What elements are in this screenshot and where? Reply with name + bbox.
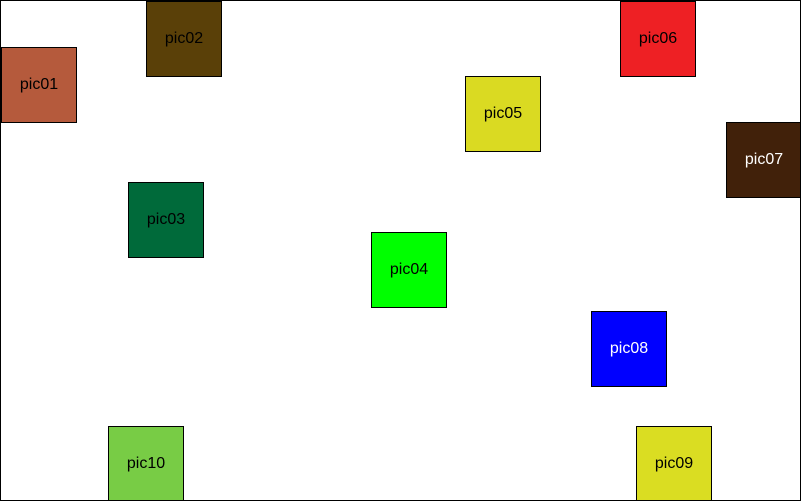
tile-pic01[interactable]: pic01 [1,47,77,123]
tile-pic02[interactable]: pic02 [146,1,222,77]
tile-pic04[interactable]: pic04 [371,232,447,308]
tile-label: pic08 [609,340,649,357]
tile-label: pic09 [654,455,694,472]
tile-label: pic10 [126,455,166,472]
tile-label: pic01 [19,76,59,93]
tile-label: pic04 [389,261,429,278]
tile-pic07[interactable]: pic07 [726,122,800,198]
tile-pic08[interactable]: pic08 [591,311,667,387]
tile-pic03[interactable]: pic03 [128,182,204,258]
tile-label: pic05 [483,105,523,122]
tile-label: pic07 [744,151,784,168]
tile-pic10[interactable]: pic10 [108,426,184,500]
tile-pic05[interactable]: pic05 [465,76,541,152]
tile-label: pic06 [638,30,678,47]
tile-pic09[interactable]: pic09 [636,426,712,500]
tile-label: pic02 [164,30,204,47]
tile-label: pic03 [146,211,186,228]
tile-pic06[interactable]: pic06 [620,1,696,77]
